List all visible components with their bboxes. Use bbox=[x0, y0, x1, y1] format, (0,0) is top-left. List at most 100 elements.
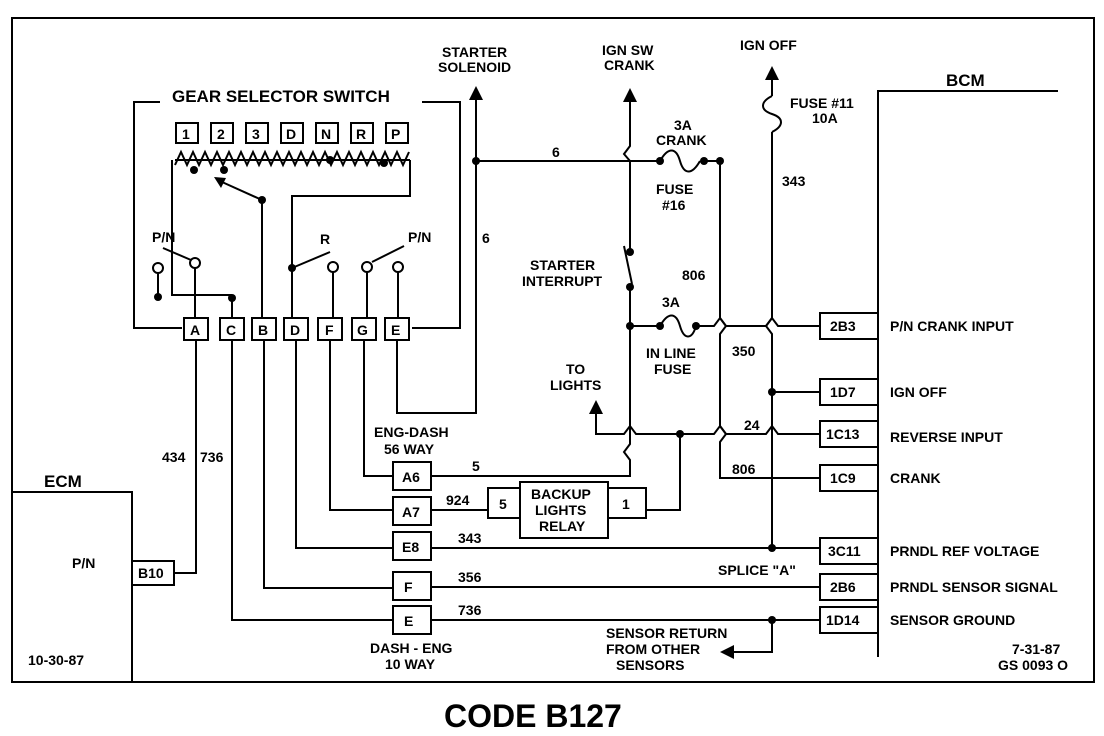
gear-switch-terminals: A C B D F G E bbox=[183, 317, 410, 341]
terminal-e: E bbox=[391, 322, 400, 338]
gear-selector-switch: GEAR SELECTOR SWITCH 1 2 3 D N R P P/N bbox=[133, 87, 461, 341]
ign-sw-crank-arrow bbox=[623, 88, 637, 102]
connector-pin-e8: E8 bbox=[402, 539, 419, 555]
ign-off-arrow bbox=[765, 66, 779, 80]
wire-5-label: 5 bbox=[472, 458, 480, 474]
connector-pin-a6: A6 bbox=[402, 469, 420, 485]
wiper-arm bbox=[221, 181, 263, 201]
dash-eng-name-2: 10 WAY bbox=[385, 656, 436, 672]
wire-736-ecm-label: 736 bbox=[200, 449, 224, 465]
gear-position-2: 2 bbox=[217, 126, 225, 142]
sensor-return-label-2: FROM OTHER bbox=[606, 641, 700, 657]
contact-label-pn-left: P/N bbox=[152, 229, 175, 245]
fuse-16-top-label-2: CRANK bbox=[656, 132, 707, 148]
connector-pin-f: F bbox=[404, 579, 413, 595]
terminal-g: G bbox=[357, 322, 368, 338]
bcm-pin-1d14: 1D14 bbox=[826, 612, 860, 628]
terminal-c: C bbox=[226, 322, 236, 338]
starter-solenoid-arrow bbox=[469, 86, 483, 100]
contact-strip bbox=[174, 149, 410, 168]
starter-interrupt-label-2: INTERRUPT bbox=[522, 273, 603, 289]
wire-350-label: 350 bbox=[732, 343, 756, 359]
gear-position-3: 3 bbox=[252, 126, 260, 142]
inline-fuse bbox=[659, 314, 697, 338]
bcm-name: BCM bbox=[946, 71, 985, 90]
bcm-pin-1c9: 1C9 bbox=[830, 470, 856, 486]
wire-343-label: 343 bbox=[458, 530, 482, 546]
bcm-pin-2b3-label: P/N CRANK INPUT bbox=[890, 318, 1014, 334]
ign-sw-crank-label-1: IGN SW bbox=[602, 42, 654, 58]
connector-pin-a7: A7 bbox=[402, 504, 420, 520]
wire-434 bbox=[174, 340, 197, 574]
contact-label-r: R bbox=[320, 231, 330, 247]
relay-pin-1: 1 bbox=[622, 496, 630, 512]
gear-switch-title: GEAR SELECTOR SWITCH bbox=[172, 87, 390, 106]
starter-solenoid-label-1: STARTER bbox=[442, 44, 507, 60]
fuse-11-label-2: 10A bbox=[812, 110, 838, 126]
ecm-name: ECM bbox=[44, 472, 82, 491]
connector-pin-e: E bbox=[404, 613, 413, 629]
splice-a-label: SPLICE "A" bbox=[718, 562, 796, 578]
terminal-f: F bbox=[325, 322, 334, 338]
bcm-pin-1c9-label: CRANK bbox=[890, 470, 941, 486]
starter-interrupt-switch bbox=[623, 245, 633, 285]
gear-positions: 1 2 3 D N R P bbox=[175, 122, 409, 144]
wire-g bbox=[363, 340, 393, 477]
wire-356-label: 356 bbox=[458, 569, 482, 585]
wire-924-label: 924 bbox=[446, 492, 470, 508]
relay-label-3: RELAY bbox=[539, 518, 586, 534]
relay-pin-5: 5 bbox=[499, 496, 507, 512]
bcm-pin-3c11-label: PRNDL REF VOLTAGE bbox=[890, 543, 1039, 559]
terminal-d: D bbox=[290, 322, 300, 338]
gear-position-1: 1 bbox=[182, 126, 190, 142]
eng-dash-name-1: ENG-DASH bbox=[374, 424, 449, 440]
wire-736 bbox=[231, 340, 393, 621]
bcm-pin-3c11: 3C11 bbox=[828, 543, 861, 559]
sensor-return-arrow bbox=[720, 645, 734, 659]
ign-off-label: IGN OFF bbox=[740, 37, 797, 53]
ecm-pin-label: P/N bbox=[72, 555, 95, 571]
wire-343-ign bbox=[764, 132, 773, 548]
gear-position-d: D bbox=[286, 126, 296, 142]
eng-dash-connector: ENG-DASH 56 WAY A6 A7 E8 bbox=[374, 424, 449, 561]
date-left: 10-30-87 bbox=[28, 652, 84, 668]
fuse-16-label-2: #16 bbox=[662, 197, 686, 213]
bcm-pin-2b6-label: PRNDL SENSOR SIGNAL bbox=[890, 579, 1058, 595]
relay-label-2: LIGHTS bbox=[535, 502, 586, 518]
diagram-title: CODE B127 bbox=[444, 698, 622, 734]
dash-eng-name-1: DASH - ENG bbox=[370, 640, 453, 656]
relay-label-1: BACKUP bbox=[531, 486, 591, 502]
ecm-module: ECM P/N B10 434 736 bbox=[12, 449, 224, 682]
starter-solenoid-label-2: SOLENOID bbox=[438, 59, 511, 75]
drawing-id: GS 0093 O bbox=[998, 657, 1068, 673]
wire-5 bbox=[431, 326, 631, 477]
ign-sw-crank-label-2: CRANK bbox=[604, 57, 655, 73]
date-right: 7-31-87 bbox=[1012, 641, 1060, 657]
ecm-pin-b10: B10 bbox=[138, 565, 164, 581]
terminal-b: B bbox=[258, 322, 268, 338]
wire-6-vertical-label: 6 bbox=[482, 230, 490, 246]
wire-343-fuse-label: 343 bbox=[782, 173, 806, 189]
fuse-16-top-label-1: 3A bbox=[674, 117, 692, 133]
bcm-module: BCM 2B3 P/N CRANK INPUT 1D7 IGN OFF 1C13… bbox=[819, 71, 1058, 657]
fuse-11 bbox=[762, 95, 782, 133]
wire-806-bottom-label: 806 bbox=[732, 461, 756, 477]
sensor-return-label-3: SENSORS bbox=[616, 657, 684, 673]
bcm-pin-1d14-label: SENSOR GROUND bbox=[890, 612, 1015, 628]
wire-736-label: 736 bbox=[458, 602, 482, 618]
fuse-16-label-1: FUSE bbox=[656, 181, 693, 197]
to-lights-label-2: LIGHTS bbox=[550, 377, 601, 393]
wire-relay-out bbox=[646, 434, 681, 511]
to-lights-label-1: TO bbox=[566, 361, 585, 377]
eng-dash-name-2: 56 WAY bbox=[384, 441, 435, 457]
wire-24 bbox=[595, 414, 820, 435]
wire-806-top bbox=[696, 316, 820, 327]
wire-starter bbox=[396, 100, 477, 414]
wire-343-d bbox=[295, 340, 393, 549]
inline-fuse-label-1: IN LINE bbox=[646, 345, 696, 361]
bcm-pin-1d7-label: IGN OFF bbox=[890, 384, 947, 400]
wire-24-label: 24 bbox=[744, 417, 760, 433]
inline-fuse-amp-label: 3A bbox=[662, 294, 680, 310]
bcm-pin-1c13: 1C13 bbox=[826, 426, 860, 442]
